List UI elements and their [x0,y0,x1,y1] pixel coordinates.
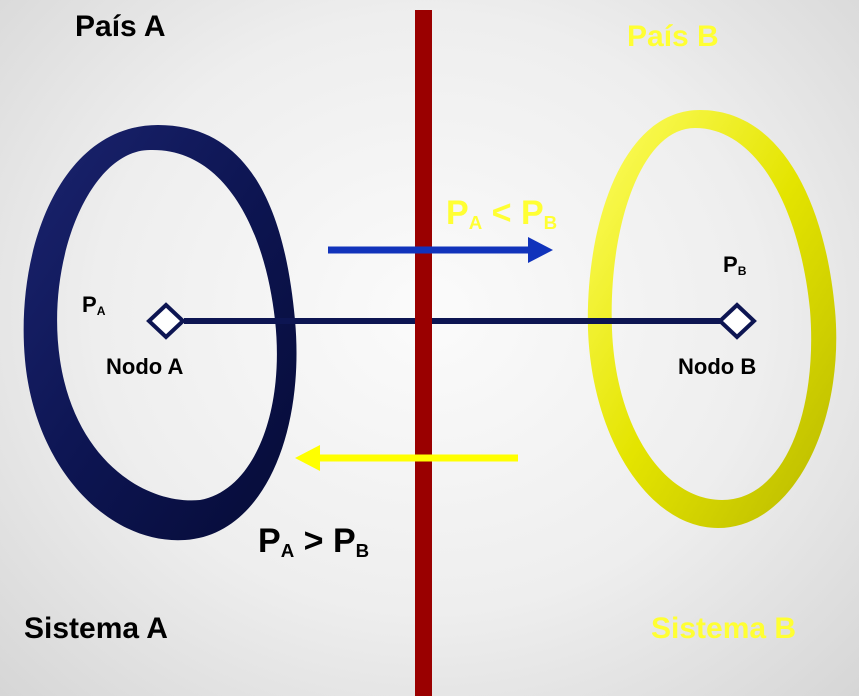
system-a-label: Sistema A [24,612,168,645]
price-a-p: P [82,292,97,317]
country-a-label: País A [75,10,166,43]
system-b-label: Sistema B [651,612,797,645]
flow-arrow-b-to-a [295,445,518,471]
node-b-diamond-icon [717,302,757,340]
cond1-operator: < [491,194,512,232]
node-a-label: Nodo A [106,354,184,379]
cond1-pa-subscript: A [468,211,483,233]
price-b-p: P [723,252,738,277]
node-a-diamond-icon [146,302,186,340]
price-a-symbol: PA [82,292,106,319]
cond2-pa-p: P [258,522,281,560]
condition-pa-less-pb: PA < PB [446,194,558,233]
country-b-label: País B [627,20,719,53]
cond1-pb-subscript: B [543,211,558,233]
price-a-subscript: A [96,304,106,319]
flow-arrow-a-to-b [328,237,553,263]
price-b-subscript: B [737,264,747,279]
cond2-pa-subscript: A [280,539,295,561]
node-b-label: Nodo B [678,354,757,379]
cond1-pa-p: P [446,194,469,232]
cond1-pb-p: P [520,194,544,232]
condition-pa-greater-pb: PA > PB [258,522,370,561]
country-border [415,10,432,696]
cond2-pb-p: P [332,522,356,560]
cond2-operator: > [303,522,324,560]
cond2-pb-subscript: B [355,539,370,561]
price-b-symbol: PB [723,252,747,279]
